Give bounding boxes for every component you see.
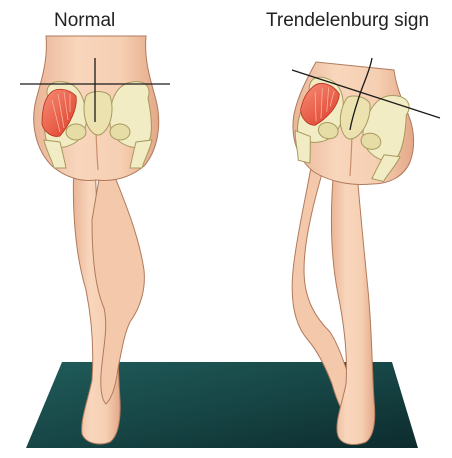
trendelenburg-sign-label: Trendelenburg sign (266, 10, 429, 32)
normal-label: Normal (54, 10, 115, 32)
